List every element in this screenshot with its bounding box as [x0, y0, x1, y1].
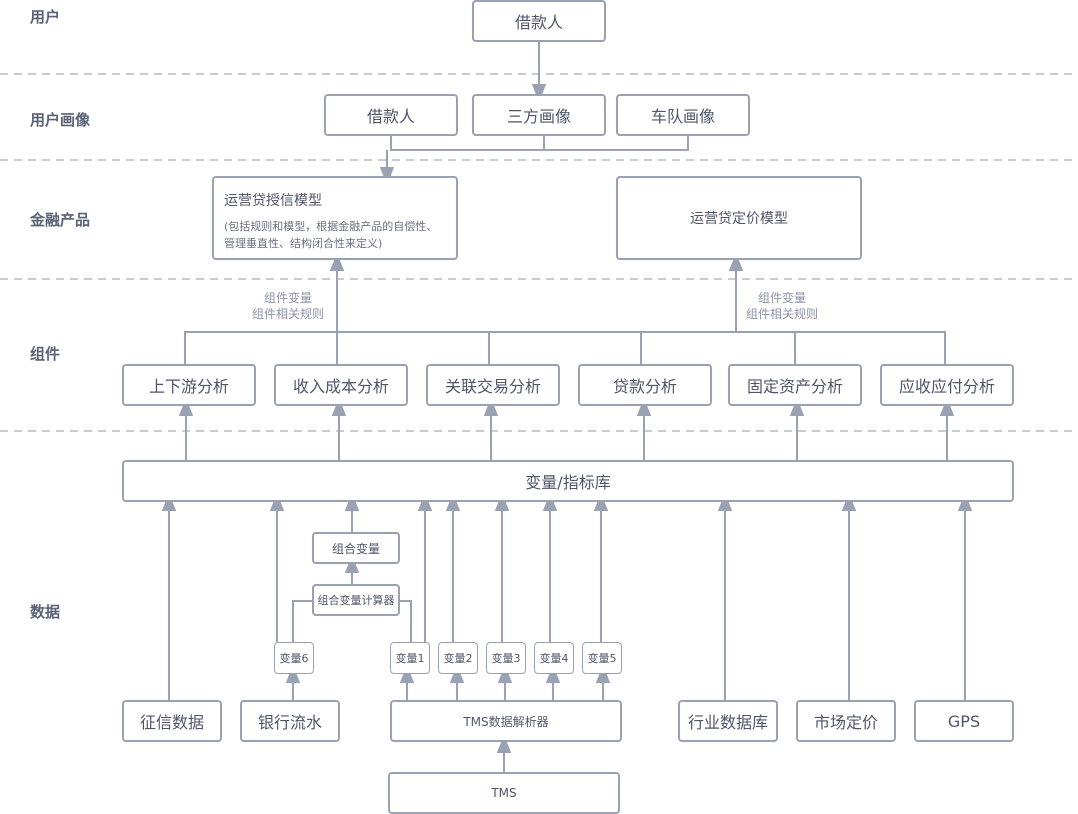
node-tms-parser[interactable]: TMS数据解析器 [390, 700, 622, 742]
node-fleet-profile[interactable]: 车队画像 [616, 94, 750, 136]
note-right-line2: 组件相关规则 [745, 307, 818, 321]
node-variable-library[interactable]: 变量/指标库 [122, 460, 1014, 502]
component-receivable-payable-analysis[interactable]: 应收应付分析 [880, 364, 1014, 406]
layer-label-data: 数据 [30, 603, 61, 621]
component-loan-analysis[interactable]: 贷款分析 [578, 364, 712, 406]
layer-label-profile: 用户画像 [30, 111, 91, 129]
note-left-line2: 组件相关规则 [251, 307, 324, 321]
layer-label-component: 组件 [30, 345, 61, 363]
node-borrower[interactable]: 借款人 [324, 94, 458, 136]
credit-model-desc: (包括规则和模型，根据金融产品的自偿性、管理垂直性、结构闭合性来定义) [224, 220, 438, 250]
profile-merge-line [390, 135, 689, 151]
source-bank-flow[interactable]: 银行流水 [240, 700, 340, 742]
node-var1[interactable]: 变量1 [390, 642, 430, 674]
node-tms[interactable]: TMS [388, 772, 620, 814]
node-credit-model[interactable]: 运营贷授信模型 (包括规则和模型，根据金融产品的自偿性、管理垂直性、结构闭合性来… [212, 176, 458, 260]
note-left: 组件变量 组件相关规则 [228, 290, 348, 322]
credit-model-title: 运营贷授信模型 [224, 193, 322, 209]
component-fixed-asset-analysis[interactable]: 固定资产分析 [728, 364, 862, 406]
note-left-line1: 组件变量 [263, 291, 312, 305]
source-industry-db[interactable]: 行业数据库 [678, 700, 778, 742]
line-var1-to-calc [399, 600, 412, 642]
node-var5[interactable]: 变量5 [582, 642, 622, 674]
component-updown-analysis[interactable]: 上下游分析 [122, 364, 256, 406]
line-var6-to-calc [292, 600, 313, 642]
node-combo-calculator[interactable]: 组合变量计算器 [312, 584, 400, 616]
layer-label-finance: 金融产品 [30, 211, 91, 229]
component-related-trade-analysis[interactable]: 关联交易分析 [426, 364, 560, 406]
source-market-pricing[interactable]: 市场定价 [796, 700, 896, 742]
node-var2[interactable]: 变量2 [438, 642, 478, 674]
node-borrower-top[interactable]: 借款人 [472, 0, 606, 42]
node-third-party-profile[interactable]: 三方画像 [472, 94, 606, 136]
component-income-cost-analysis[interactable]: 收入成本分析 [274, 364, 408, 406]
node-var4[interactable]: 变量4 [534, 642, 574, 674]
source-credit-data[interactable]: 征信数据 [122, 700, 222, 742]
layer-label-user: 用户 [30, 8, 61, 26]
node-pricing-model[interactable]: 运营贷定价模型 [616, 176, 862, 260]
node-var6[interactable]: 变量6 [274, 642, 314, 674]
source-gps[interactable]: GPS [914, 700, 1014, 742]
component-bus-right [641, 331, 946, 364]
node-var3[interactable]: 变量3 [486, 642, 526, 674]
node-combo-variable[interactable]: 组合变量 [312, 532, 400, 564]
component-bus-left [184, 331, 642, 364]
note-right-line1: 组件变量 [757, 291, 806, 305]
note-right: 组件变量 组件相关规则 [722, 290, 842, 322]
